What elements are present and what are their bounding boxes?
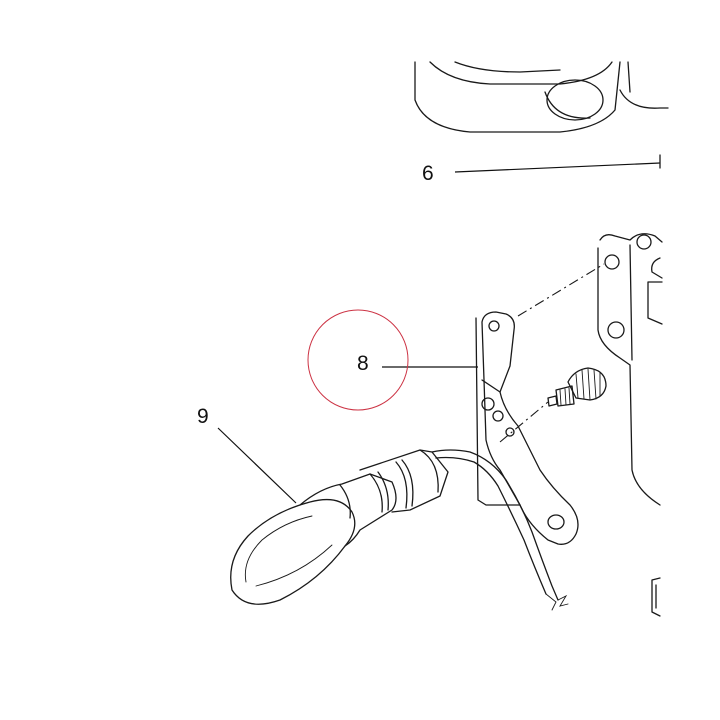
leader-line-6 (454, 162, 661, 173)
alignment-line-upper (517, 263, 605, 317)
highlight-circle (307, 309, 409, 411)
callout-9: 9 (197, 405, 209, 428)
leader-line-9 (217, 427, 297, 504)
callout-6: 6 (422, 162, 434, 185)
turn-signal-part-9 (230, 449, 569, 611)
housing-part-6 (414, 61, 669, 133)
alignment-line-lower (499, 401, 549, 443)
mounting-screw (547, 367, 607, 407)
bracket-part-8 (475, 311, 579, 545)
frame-plate (597, 233, 663, 617)
callout-8: 8 (357, 352, 369, 375)
